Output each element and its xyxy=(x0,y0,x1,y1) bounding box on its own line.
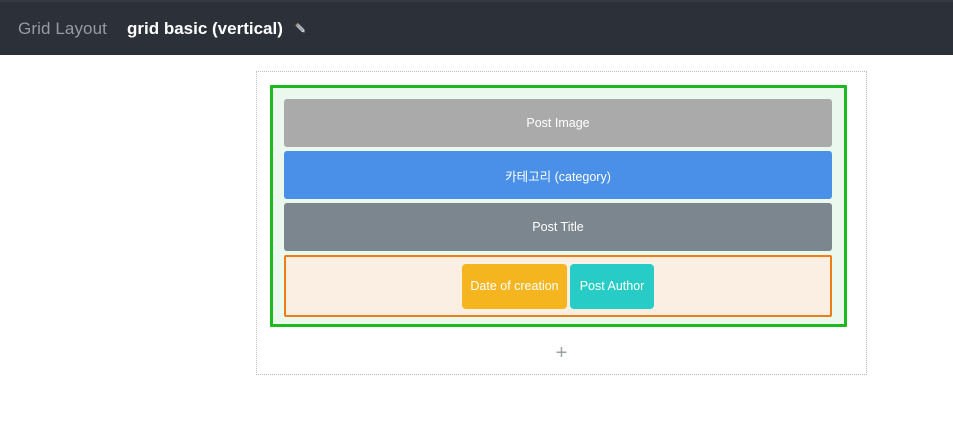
breadcrumb[interactable]: Grid Layout xyxy=(18,18,107,38)
chip-label: Post Author xyxy=(579,279,645,293)
plus-icon: + xyxy=(555,342,568,364)
grid-cell-post-image[interactable]: Post Image xyxy=(284,99,832,147)
grid-layout-container[interactable]: Post Image 카테고리 (category) Post Title Da… xyxy=(256,71,867,375)
grid-cell-post-title[interactable]: Post Title xyxy=(284,203,832,251)
cell-label: 카테고리 (category) xyxy=(505,169,611,184)
grid-cell-date-of-creation[interactable]: Date of creation xyxy=(462,263,567,309)
grid-cell-meta-group[interactable]: Date of creation Post Author xyxy=(284,255,832,317)
pencil-icon[interactable] xyxy=(292,20,309,37)
layout-canvas: Post Image 카테고리 (category) Post Title Da… xyxy=(0,55,953,448)
app-header: Grid Layout grid basic (vertical) xyxy=(0,0,953,55)
chip-label: Date of creation xyxy=(470,279,559,293)
add-row-button[interactable]: + xyxy=(257,338,866,368)
grid-cell-post-author[interactable]: Post Author xyxy=(570,263,654,309)
cell-label: Post Title xyxy=(532,220,584,234)
grid-row-selected[interactable]: Post Image 카테고리 (category) Post Title Da… xyxy=(270,85,847,327)
page-title: grid basic (vertical) xyxy=(126,18,283,38)
grid-cell-category[interactable]: 카테고리 (category) xyxy=(284,151,832,199)
cell-label: Post Image xyxy=(526,116,590,130)
